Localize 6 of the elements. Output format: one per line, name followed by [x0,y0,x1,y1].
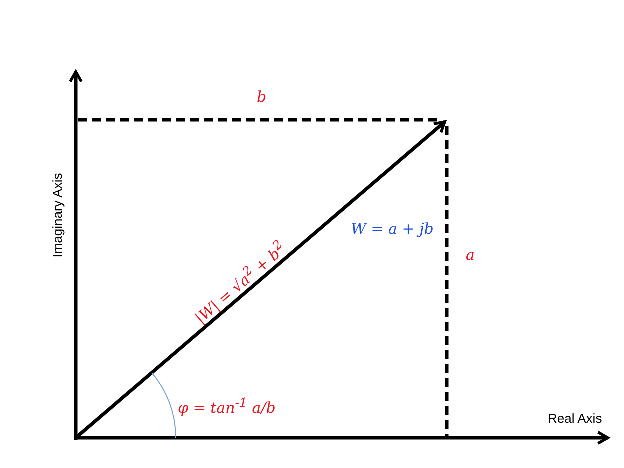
axis-label: Imaginary Axis [50,172,64,258]
vector-label: W = a + jb [351,222,434,237]
side-label: b [257,90,267,105]
axis-label: Real Axis [548,412,602,425]
side-label: a [466,248,475,263]
angle-label: φ = tan$^{-1}$ a/b [178,397,276,416]
